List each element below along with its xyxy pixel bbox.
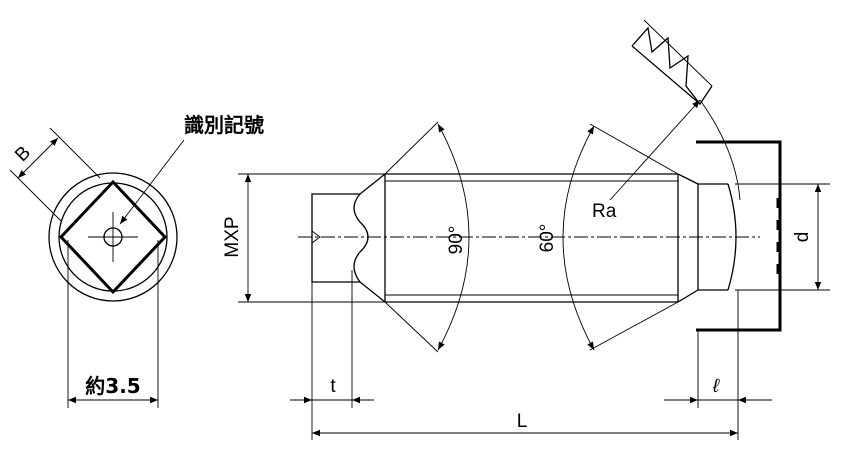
end-view: B 識別記號 約3.5 xyxy=(9,113,264,408)
angle-60-extension-top xyxy=(589,123,679,175)
angle-90-extension-top xyxy=(384,121,439,175)
angle-90-label: 90° xyxy=(446,226,467,255)
b-label: B xyxy=(11,142,35,166)
ra-label: Ra xyxy=(592,201,617,222)
b-dimension-line xyxy=(17,137,59,179)
left-chamfer-bottom xyxy=(359,281,386,303)
b-extension-1 xyxy=(49,127,101,179)
outer-circle xyxy=(48,172,178,302)
marking-leader xyxy=(119,139,185,225)
symbol-zigzag xyxy=(631,26,713,106)
b-extension-2 xyxy=(9,169,63,223)
d-label: d xyxy=(792,232,813,243)
socket-curve xyxy=(353,193,369,283)
hex-socket-square xyxy=(58,179,168,295)
angle-60-extension-bottom xyxy=(589,301,679,351)
ra-arc xyxy=(699,99,741,201)
angle-60-arc xyxy=(562,125,595,351)
right-chamfer-top xyxy=(677,173,699,185)
width-label: 約3.5 xyxy=(85,374,140,398)
angle-90-arc xyxy=(437,123,470,351)
marking-label: 識別記號 xyxy=(184,113,264,137)
symbol-top-line xyxy=(631,45,701,105)
l-total-label: L xyxy=(517,411,528,432)
ra-leader xyxy=(609,99,701,201)
socket-outline xyxy=(311,193,360,283)
mxp-label: MXP xyxy=(222,216,243,257)
socket-tip xyxy=(311,230,321,244)
symbol-bottom-line xyxy=(643,19,713,87)
surface-symbol xyxy=(631,19,713,106)
angle-60-label: 60° xyxy=(537,224,558,253)
left-chamfer-top xyxy=(359,173,386,195)
t-label: t xyxy=(330,376,336,397)
point-tip-arc xyxy=(727,183,737,291)
angle-90-extension-bottom xyxy=(384,301,439,353)
right-chamfer-bottom xyxy=(677,289,699,303)
side-view: d MXP 90° 60° Ra t xyxy=(222,19,830,440)
l-small-label: ℓ xyxy=(712,376,720,397)
